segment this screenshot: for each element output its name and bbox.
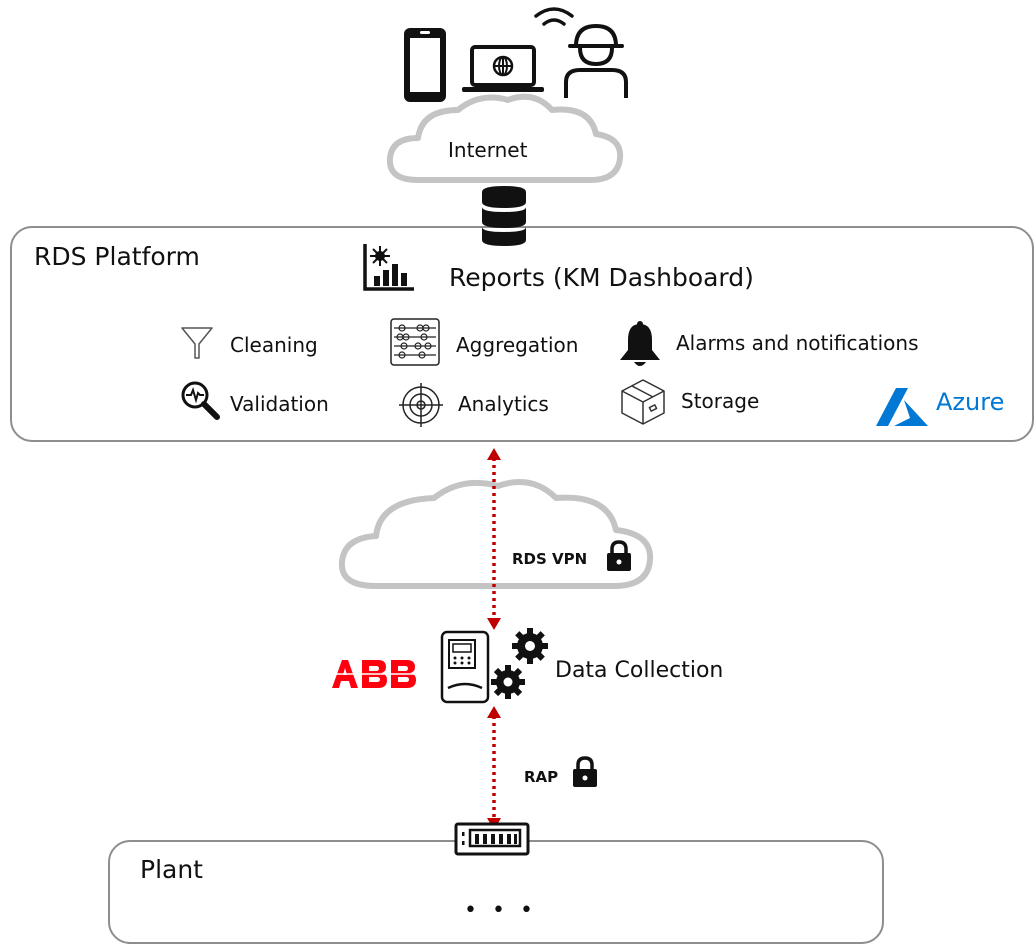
abb-logo — [330, 660, 418, 688]
magnifier-pulse-icon — [181, 381, 220, 420]
feature-storage-label: Storage — [681, 389, 760, 413]
target-icon — [399, 383, 443, 427]
vpn-connector-arrow — [487, 448, 501, 630]
box-icon — [621, 379, 665, 425]
lock-icon — [607, 540, 631, 571]
feature-analytics-label: Analytics — [458, 392, 549, 416]
azure-label: Azure — [936, 388, 1005, 416]
io-module-icon — [454, 822, 530, 856]
rap-label: RAP — [524, 768, 559, 786]
azure-logo-icon — [876, 388, 928, 426]
internet-cloud — [386, 93, 624, 183]
platform-title: RDS Platform — [34, 242, 200, 271]
rap-connector-arrow — [487, 706, 501, 830]
vpn-label: RDS VPN — [512, 550, 588, 568]
database-icon — [482, 186, 526, 246]
report-chart-icon — [363, 244, 414, 291]
filter-icon — [181, 327, 213, 359]
abacus-icon — [390, 318, 440, 366]
drive-device-icon — [440, 630, 490, 704]
vpn-cloud — [338, 479, 654, 589]
worker-icon — [564, 23, 628, 98]
feature-aggregation-label: Aggregation — [456, 333, 579, 357]
bell-icon — [620, 321, 660, 366]
reports-label: Reports (KM Dashboard) — [449, 263, 754, 292]
feature-cleaning-label: Cleaning — [230, 333, 318, 357]
wifi-icon — [534, 7, 574, 26]
feature-validation-label: Validation — [230, 392, 329, 416]
rds-platform-panel — [10, 226, 1034, 442]
feature-alarms-label: Alarms and notifications — [676, 331, 919, 355]
smartphone-icon — [404, 28, 446, 102]
data-collection-label: Data Collection — [555, 658, 724, 683]
plant-more-indicator: • • • — [464, 898, 537, 923]
internet-label: Internet — [448, 138, 528, 162]
laptop-icon — [462, 45, 544, 92]
lock-icon — [573, 756, 597, 787]
plant-title: Plant — [140, 855, 203, 884]
gears-icon — [491, 628, 548, 699]
